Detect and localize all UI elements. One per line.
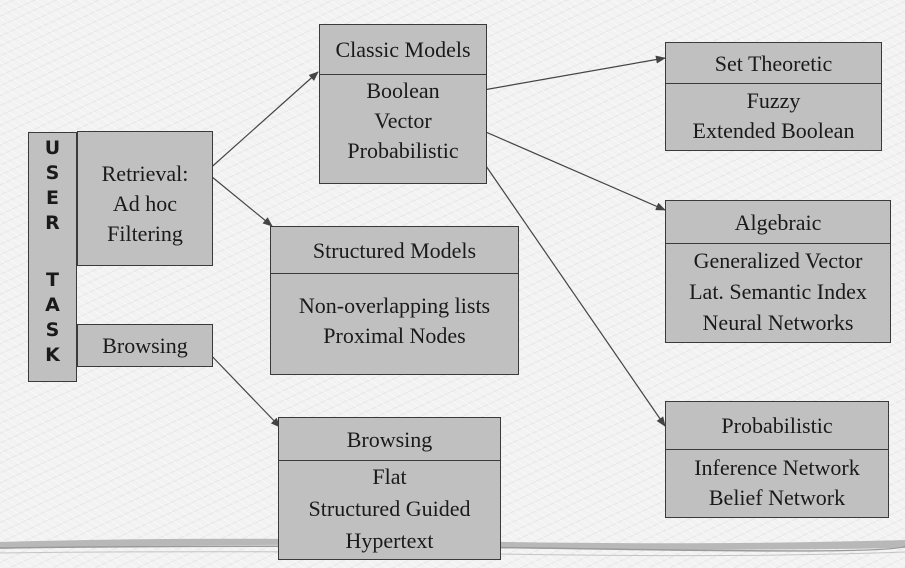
edge-browsing-to-browsing-models (205, 349, 281, 428)
browsing-models-item: Flat (372, 464, 407, 489)
user-task-letter: R (45, 212, 60, 234)
user-task-letter: T (46, 269, 59, 291)
set-theoretic-title: Set Theoretic (666, 43, 881, 84)
browsing-task-box: Browsing (77, 324, 213, 367)
edge-boolean-to-set-theoretic (471, 55, 666, 93)
probabilistic-title: Probabilistic (666, 402, 888, 450)
structured-models-title: Structured Models (271, 227, 518, 274)
edge-retrieval-to-classic (205, 71, 319, 173)
structured-models-item: Non-overlapping lists (298, 293, 491, 318)
user-task-bar: U S E R T A S K (28, 132, 77, 382)
probabilistic-box: Probabilistic Inference Network Belief N… (665, 401, 889, 518)
algebraic-title: Algebraic (666, 201, 890, 244)
retrieval-line: Ad hoc (112, 191, 178, 216)
structured-models-item: Proximal Nodes (323, 323, 466, 348)
user-task-letter: U (44, 137, 61, 159)
classic-models-title: Classic Models (320, 25, 486, 75)
edge-retrieval-to-structured (205, 171, 273, 227)
user-task-letter: A (45, 294, 60, 316)
user-task-letter: S (45, 319, 60, 341)
retrieval-box: Retrieval: Ad hoc Filtering (77, 131, 213, 266)
classic-models-item: Boolean (366, 78, 440, 103)
edge-vector-to-algebraic (471, 125, 666, 211)
algebraic-item: Generalized Vector (693, 248, 863, 273)
set-theoretic-item: Fuzzy (746, 88, 801, 113)
classic-models-box: Classic Models Boolean Vector Probabilis… (319, 24, 487, 184)
browsing-models-item: Structured Guided (308, 496, 471, 521)
classic-models-item: Probabilistic (347, 138, 459, 163)
user-task-letter: S (45, 162, 60, 184)
set-theoretic-item: Extended Boolean (692, 118, 855, 143)
browsing-models-item: Hypertext (345, 528, 434, 553)
retrieval-line: Retrieval: (101, 161, 189, 186)
probabilistic-item: Inference Network (694, 455, 860, 480)
edge-probabilistic-to-probabilistic (485, 165, 666, 427)
algebraic-box: Algebraic Generalized Vector Lat. Semant… (665, 200, 891, 343)
user-task-letter: K (45, 344, 60, 366)
browsing-task-label: Browsing (102, 333, 188, 358)
algebraic-item: Lat. Semantic Index (689, 279, 867, 304)
structured-models-box: Structured Models Non-overlapping lists … (270, 226, 519, 375)
algebraic-item: Neural Networks (702, 310, 854, 335)
classic-models-item: Vector (374, 108, 432, 133)
browsing-models-box: Browsing Flat Structured Guided Hypertex… (278, 417, 501, 560)
user-task-letter: E (46, 187, 59, 209)
browsing-models-title: Browsing (279, 418, 500, 461)
retrieval-line: Filtering (107, 221, 183, 246)
set-theoretic-box: Set Theoretic Fuzzy Extended Boolean (665, 42, 882, 151)
probabilistic-item: Belief Network (708, 485, 846, 510)
